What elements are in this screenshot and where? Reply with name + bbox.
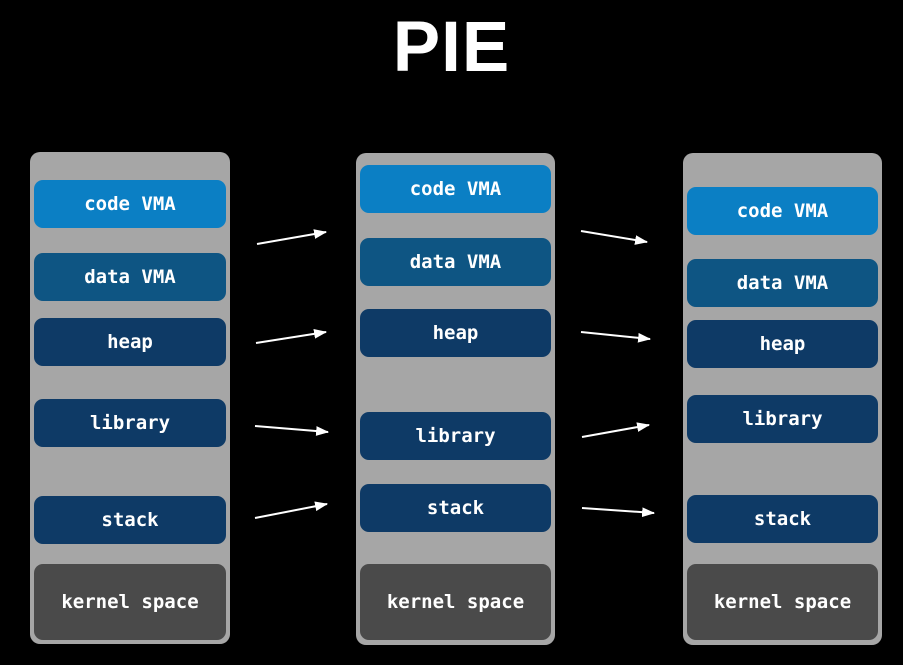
- block-code-vma: code VMA: [360, 165, 551, 213]
- block-library: library: [34, 399, 226, 447]
- block-heap: heap: [687, 320, 878, 368]
- block-heap: heap: [34, 318, 226, 366]
- block-stack: stack: [687, 495, 878, 543]
- arrow-icon: [256, 229, 328, 245]
- block-kernel-space: kernel space: [687, 564, 878, 640]
- block-library: library: [687, 395, 878, 443]
- block-library: library: [360, 412, 551, 460]
- arrow-icon: [581, 507, 656, 518]
- block-kernel-space: kernel space: [360, 564, 551, 640]
- diagram-title: PIE: [392, 8, 511, 87]
- block-code-vma: code VMA: [687, 187, 878, 235]
- memory-column-run-2: code VMA data VMA heap library stack ker…: [356, 153, 555, 645]
- block-data-vma: data VMA: [360, 238, 551, 286]
- arrow-icon: [580, 331, 652, 343]
- arrow-icon: [254, 501, 329, 519]
- block-data-vma: data VMA: [34, 253, 226, 301]
- block-heap: heap: [360, 309, 551, 357]
- arrow-icon: [581, 422, 651, 438]
- block-stack: stack: [34, 496, 226, 544]
- arrow-icon: [254, 425, 330, 436]
- block-data-vma: data VMA: [687, 259, 878, 307]
- block-stack: stack: [360, 484, 551, 532]
- memory-column-run-3: code VMA data VMA heap library stack ker…: [683, 153, 882, 645]
- arrow-icon: [255, 329, 328, 344]
- block-code-vma: code VMA: [34, 180, 226, 228]
- memory-column-run-1: code VMA data VMA heap library stack ker…: [30, 152, 230, 644]
- arrow-icon: [580, 230, 649, 245]
- block-kernel-space: kernel space: [34, 564, 226, 640]
